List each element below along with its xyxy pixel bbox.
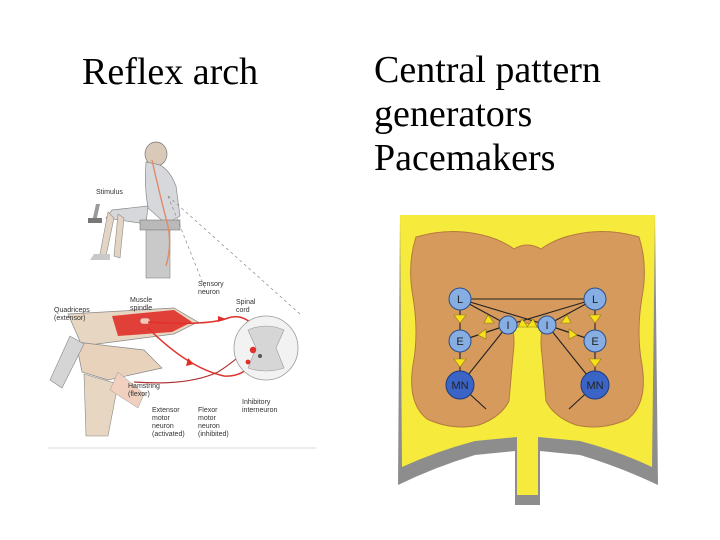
svg-text:L: L (457, 294, 463, 306)
label-hamstring: Hamstring(flexor) (128, 383, 160, 398)
svg-text:L: L (592, 294, 598, 306)
cpg-spinal-diagram: L L I I E E MN MN (390, 205, 665, 505)
svg-text:E: E (591, 336, 598, 348)
spinal-cord-section (233, 315, 299, 381)
svg-text:I: I (506, 320, 509, 332)
title-cpg: Central pattern generators Pacemakers (374, 48, 601, 180)
title-line-2: generators (374, 93, 533, 135)
label-stimulus: Stimulus (96, 189, 123, 196)
node-mn-left: MN (445, 370, 475, 400)
reflex-hammer-icon (88, 204, 102, 223)
node-e-right: E (583, 329, 607, 353)
svg-text:I: I (545, 320, 548, 332)
node-i-right: I (537, 315, 557, 335)
node-l-left: L (448, 287, 472, 311)
leg-cross-section (49, 307, 199, 437)
node-l-right: L (583, 287, 607, 311)
svg-text:E: E (456, 336, 463, 348)
svg-text:MN: MN (451, 380, 468, 392)
svg-text:MN: MN (586, 380, 603, 392)
label-quadriceps: Quadriceps(extensor) (54, 307, 90, 322)
node-e-left: E (448, 329, 472, 353)
title-reflex-arch: Reflex arch (82, 51, 259, 93)
node-i-left: I (498, 315, 518, 335)
title-line-1: Central pattern (374, 49, 601, 91)
node-mn-right: MN (580, 370, 610, 400)
seated-person-figure (90, 141, 181, 279)
title-line-3: Pacemakers (374, 137, 556, 179)
